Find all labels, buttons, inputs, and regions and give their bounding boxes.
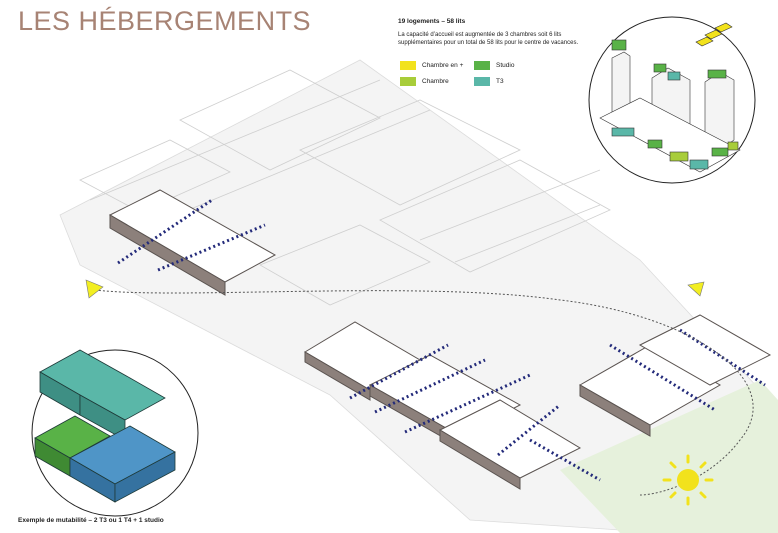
inset-axonometric	[588, 16, 756, 184]
ventilation-arrow	[609, 343, 716, 412]
legend-label: Studio	[496, 62, 515, 69]
ventilation-arrow	[529, 438, 601, 482]
legend-item-chambre-en-plus: Chambre en +	[400, 61, 463, 70]
legend-item-studio: Studio	[474, 61, 514, 70]
inset-mutability-example	[31, 349, 199, 517]
lodging-block-facade	[109, 214, 226, 296]
landscape-band	[560, 380, 778, 533]
ventilation-arrow	[374, 358, 486, 414]
lodging-block-facade	[579, 384, 651, 437]
ventilation-arrow	[497, 403, 561, 457]
legend-label: Chambre en +	[422, 62, 464, 69]
legend-swatch	[474, 61, 490, 70]
legend-swatch	[400, 61, 416, 70]
legend-swatch	[400, 77, 416, 86]
sun-path	[94, 289, 754, 496]
ventilation-arrow	[157, 223, 266, 272]
lodging-blocks	[108, 189, 772, 490]
sun-icon	[662, 454, 714, 506]
ventilation-arrow	[349, 343, 449, 400]
warning-triangle-icon	[687, 281, 705, 297]
legend-label: T3	[496, 78, 504, 85]
legend-item-chambre: Chambre	[400, 77, 449, 86]
warning-triangle-icon	[85, 279, 104, 299]
legend-label: Chambre	[422, 78, 449, 85]
lodging-block-facade	[439, 429, 521, 490]
page-title: LES HÉBERGEMENTS	[18, 6, 312, 36]
legend-swatch	[474, 77, 490, 86]
ventilation-arrow	[117, 198, 213, 265]
legend: 19 logements – 58 lits La capacité d’acc…	[398, 18, 588, 47]
lodging-block-facade	[304, 351, 371, 401]
inset-caption: Exemple de mutabilité – 2 T3 ou 1 T4 + 1…	[18, 517, 164, 524]
legend-description: La capacité d’accueil est augmentée de 3…	[398, 32, 579, 47]
legend-item-t3: T3	[474, 77, 504, 86]
legend-heading: 19 logements – 58 lits	[398, 18, 466, 25]
lodging-block	[638, 314, 772, 386]
